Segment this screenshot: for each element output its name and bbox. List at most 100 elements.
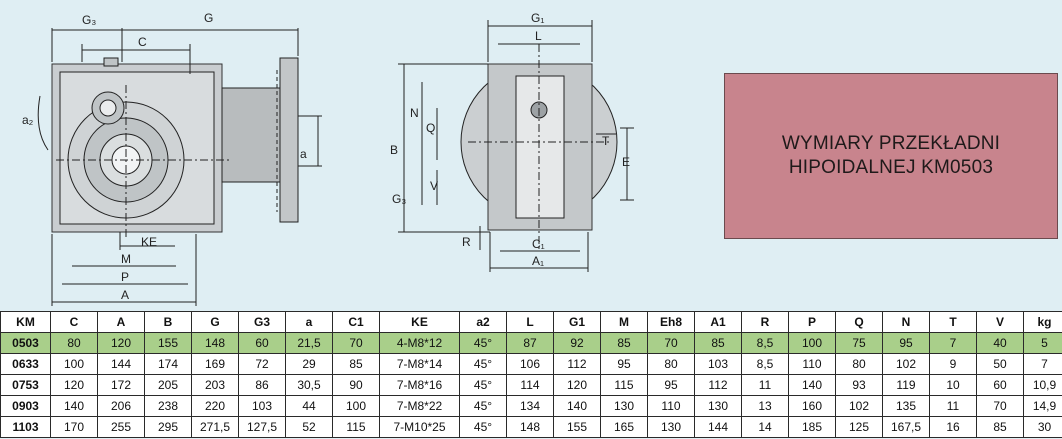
value-cell: 148 <box>191 332 239 354</box>
value-cell: 8,5 <box>741 353 789 375</box>
header-cell: B <box>144 311 192 333</box>
header-cell: C1 <box>332 311 380 333</box>
value-cell: 144 <box>694 416 742 438</box>
value-cell: 40 <box>976 332 1024 354</box>
model-cell: 0753 <box>0 374 51 396</box>
value-cell: 100 <box>788 332 836 354</box>
value-cell: 155 <box>553 416 601 438</box>
value-cell: 174 <box>144 353 192 375</box>
value-cell: 106 <box>506 353 554 375</box>
value-cell: 140 <box>788 374 836 396</box>
value-cell: 80 <box>835 353 883 375</box>
value-cell: 206 <box>97 395 145 417</box>
value-cell: 93 <box>835 374 883 396</box>
value-cell: 169 <box>191 353 239 375</box>
value-cell: 140 <box>50 395 98 417</box>
front-view <box>398 20 634 272</box>
value-cell: 112 <box>694 374 742 396</box>
header-cell: Q <box>835 311 883 333</box>
value-cell: 9 <box>929 353 977 375</box>
header-cell: C <box>50 311 98 333</box>
model-cell: 0503 <box>0 332 51 354</box>
value-cell: 29 <box>285 353 333 375</box>
value-cell: 100 <box>332 395 380 417</box>
value-cell: 120 <box>553 374 601 396</box>
value-cell: 90 <box>332 374 380 396</box>
table-header-row: KM C A B G G3 a C1 KE a2 L G1 M Eh8 A1 R… <box>0 311 1062 333</box>
header-cell: R <box>741 311 789 333</box>
value-cell: 50 <box>976 353 1024 375</box>
value-cell: 85 <box>976 416 1024 438</box>
value-cell: 220 <box>191 395 239 417</box>
value-cell: 4-M8*12 <box>379 332 460 354</box>
header-cell: KM <box>0 311 51 333</box>
label-c-side: C <box>138 35 147 49</box>
value-cell: 10 <box>929 374 977 396</box>
value-cell: 85 <box>600 332 648 354</box>
header-cell: kg <box>1023 311 1062 333</box>
header-cell: A1 <box>694 311 742 333</box>
value-cell: 70 <box>332 332 380 354</box>
value-cell: 44 <box>285 395 333 417</box>
value-cell: 100 <box>50 353 98 375</box>
header-cell: G <box>191 311 239 333</box>
value-cell: 130 <box>647 416 695 438</box>
value-cell: 102 <box>835 395 883 417</box>
value-cell: 21,5 <box>285 332 333 354</box>
value-cell: 160 <box>788 395 836 417</box>
header-cell: a2 <box>459 311 507 333</box>
value-cell: 45° <box>459 395 507 417</box>
label-c1-front: C₁ <box>532 237 545 251</box>
header-cell: G3 <box>238 311 286 333</box>
header-cell: a <box>285 311 333 333</box>
value-cell: 140 <box>553 395 601 417</box>
value-cell: 125 <box>835 416 883 438</box>
side-view <box>37 28 322 306</box>
label-r-front: R <box>462 235 471 249</box>
value-cell: 70 <box>976 395 1024 417</box>
header-cell: V <box>976 311 1024 333</box>
label-g1-front: G₁ <box>531 11 544 25</box>
value-cell: 295 <box>144 416 192 438</box>
label-t-front: T <box>602 134 610 148</box>
value-cell: 112 <box>553 353 601 375</box>
value-cell: 60 <box>976 374 1024 396</box>
value-cell: 72 <box>238 353 286 375</box>
value-cell: 30 <box>1023 416 1062 438</box>
value-cell: 8,5 <box>741 332 789 354</box>
value-cell: 170 <box>50 416 98 438</box>
value-cell: 95 <box>882 332 930 354</box>
value-cell: 115 <box>332 416 380 438</box>
value-cell: 102 <box>882 353 930 375</box>
value-cell: 134 <box>506 395 554 417</box>
header-cell: Eh8 <box>647 311 695 333</box>
label-p-side: P <box>121 270 129 284</box>
value-cell: 87 <box>506 332 554 354</box>
value-cell: 45° <box>459 374 507 396</box>
value-cell: 45° <box>459 353 507 375</box>
value-cell: 5 <box>1023 332 1062 354</box>
value-cell: 185 <box>788 416 836 438</box>
value-cell: 80 <box>50 332 98 354</box>
header-cell: N <box>882 311 930 333</box>
label-b-front: B <box>390 143 398 157</box>
header-cell: T <box>929 311 977 333</box>
value-cell: 86 <box>238 374 286 396</box>
value-cell: 16 <box>929 416 977 438</box>
title-line-2: HIPOIDALNEJ KM0503 <box>788 157 994 178</box>
value-cell: 52 <box>285 416 333 438</box>
value-cell: 120 <box>50 374 98 396</box>
value-cell: 45° <box>459 332 507 354</box>
value-cell: 11 <box>929 395 977 417</box>
value-cell: 144 <box>97 353 145 375</box>
label-g3-front: G₃ <box>392 192 406 206</box>
header-cell: M <box>600 311 648 333</box>
value-cell: 7-M8*16 <box>379 374 460 396</box>
value-cell: 119 <box>882 374 930 396</box>
value-cell: 7 <box>1023 353 1062 375</box>
